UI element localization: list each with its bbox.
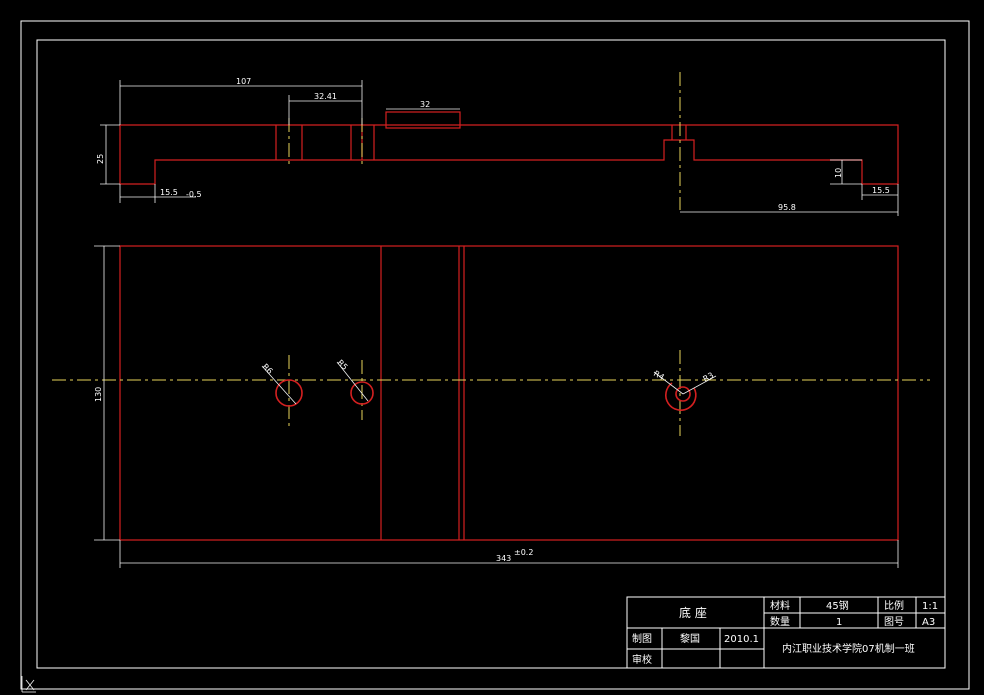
scale-label: 比例: [884, 599, 904, 612]
drawn-label: 制图: [632, 632, 652, 645]
front-view: [119, 72, 899, 210]
dim-slot-length: 32: [420, 100, 430, 109]
scale-value: 1:1: [922, 601, 938, 612]
dim-left-step: 15.5: [160, 188, 178, 197]
hole-r4-arc: [665, 382, 697, 411]
drawn-name: 黎国: [680, 632, 700, 645]
dim-right-step: 15.5: [872, 186, 890, 195]
dim-right-span: 95.8: [778, 203, 796, 212]
material-value: 45钢: [826, 599, 849, 612]
dim-left-step-tolerance: -0.5: [186, 190, 202, 199]
drawn-date: 2010.1: [724, 634, 759, 645]
front-view-outline: [119, 124, 899, 185]
part-name: 底 座: [679, 605, 707, 620]
drawing-no-value: A3: [922, 617, 935, 628]
outer-border: [20, 20, 970, 690]
dim-plate-width: 130: [94, 387, 103, 402]
radius-label-r3: R3: [702, 371, 716, 384]
slot-profile: [385, 111, 461, 129]
plan-view: R6 R5 R4 R3: [52, 245, 930, 541]
drawing-no-label: 图号: [884, 616, 904, 628]
radius-label-r5: R5: [336, 358, 350, 372]
hole-r5: [350, 381, 374, 405]
hole-r3: [675, 386, 691, 402]
dim-plate-length: 343: [496, 554, 511, 563]
school-name: 内江职业技术学院07机制一班: [782, 642, 915, 655]
dim-right-step-height: 10: [834, 168, 843, 178]
ucs-icon: [21, 676, 36, 693]
title-block: 底 座 材料 45钢 比例 1:1 数量 1 图号 A3 制图 黎国 2010.…: [626, 596, 946, 669]
dim-plate-length-tolerance: ±0.2: [514, 548, 533, 557]
dim-mid-length: 32.41: [314, 92, 337, 101]
quantity-label: 数量: [770, 615, 790, 628]
inner-border: [36, 39, 946, 669]
quantity-value: 1: [836, 617, 842, 628]
dim-left-height: 25: [96, 154, 105, 164]
hole-r6: [275, 379, 303, 407]
front-view-dimensions: 107 32.41 32 25 15.5 -0.5 95.8 15.5 10: [96, 77, 899, 216]
plan-view-dimensions: 130 343 ±0.2: [94, 245, 899, 568]
dim-top-length: 107: [236, 77, 251, 86]
check-label: 审校: [632, 653, 652, 666]
plate-outline: [119, 245, 899, 541]
radius-label-r6: R6: [261, 362, 275, 376]
material-label: 材料: [770, 599, 790, 612]
